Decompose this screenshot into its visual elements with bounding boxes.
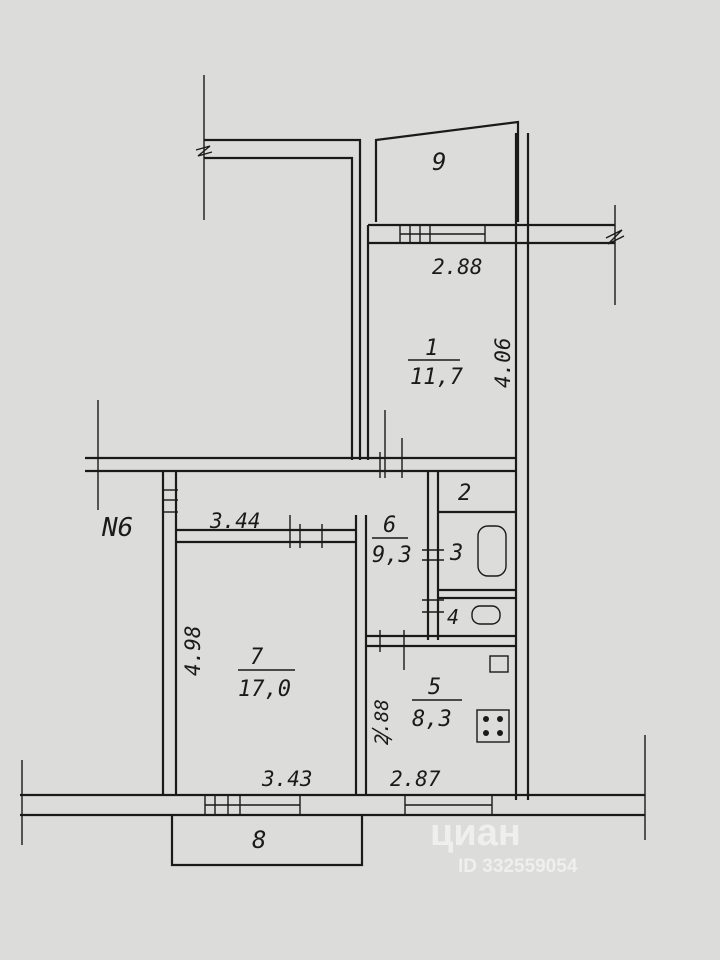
watermark: циан ID 332559054 xyxy=(430,812,578,877)
walls xyxy=(20,75,646,867)
toilet-icon xyxy=(471,605,501,625)
openings xyxy=(162,225,493,815)
room-5-area: 8,3 xyxy=(412,707,452,732)
room-7-area: 17,0 xyxy=(238,677,291,702)
dim-room7-top: 3.44 xyxy=(209,509,261,533)
bathtub-icon xyxy=(477,525,507,577)
stove-icon xyxy=(476,709,510,743)
break-zigzag-right xyxy=(605,229,625,245)
window-room1 xyxy=(399,225,486,243)
window-room5 xyxy=(404,795,493,815)
room-6-area: 9,3 xyxy=(372,543,412,568)
door-bath xyxy=(422,549,444,613)
fixtures xyxy=(471,525,510,743)
room-3-number: 3 xyxy=(449,541,463,566)
stove-burner-icon xyxy=(483,730,489,736)
room-7-number: 7 xyxy=(250,645,264,670)
wall-top-left-outer xyxy=(204,138,362,460)
door-kitchen xyxy=(371,630,405,741)
dim-room7-bottom: 3.43 xyxy=(261,767,313,791)
room-8-number: 8 xyxy=(252,826,266,854)
dim-room1-width: 2.88 xyxy=(432,255,483,279)
room-1-number: 1 xyxy=(425,336,438,361)
room-1-area: 11,7 xyxy=(410,365,464,390)
door-room7 xyxy=(289,515,323,548)
flat-number: N6 xyxy=(101,513,133,543)
room-2-number: 2 xyxy=(458,481,471,506)
dim-room7-side: 4.98 xyxy=(181,625,205,676)
balcony-9-outline xyxy=(374,120,520,222)
break-zigzag-top-left xyxy=(195,145,213,157)
dim-room5-bottom: 2.87 xyxy=(390,767,441,791)
door-entrance xyxy=(162,489,178,513)
room-6-number: 6 xyxy=(383,513,396,538)
dim-room1-length: 4.06 xyxy=(491,337,515,388)
window-room7 xyxy=(204,795,301,815)
watermark-id: ID 332559054 xyxy=(458,856,578,877)
dim-room5-side: 2.88 xyxy=(371,699,393,745)
wall-top-left-inner xyxy=(204,156,354,460)
door-room1 xyxy=(379,410,403,478)
balcony-8-outline xyxy=(170,815,364,867)
stove-burner-icon xyxy=(483,716,489,722)
room-9-number: 9 xyxy=(432,148,446,176)
room-5-number: 5 xyxy=(428,675,441,700)
watermark-brand: циан xyxy=(430,812,521,854)
room-4-number: 4 xyxy=(447,605,459,629)
stove-burner-icon xyxy=(497,716,503,722)
sink-icon xyxy=(489,655,509,673)
labels: N6 9 1 11,7 2 3 4 6 9,3 5 8,3 7 17,0 8 2… xyxy=(101,148,515,854)
stove-burner-icon xyxy=(497,730,503,736)
